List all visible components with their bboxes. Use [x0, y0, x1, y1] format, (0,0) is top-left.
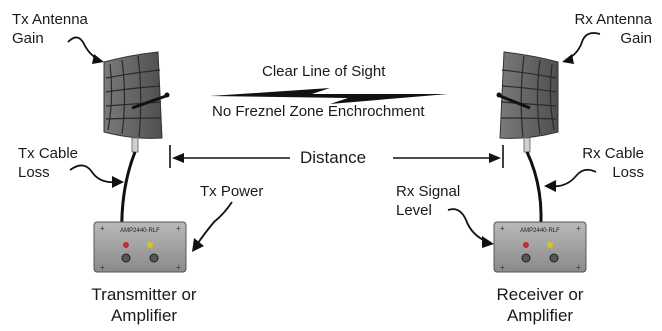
receiver-label: Receiver or Amplifier	[470, 284, 610, 326]
tx-antenna-gain-line1: Tx Antenna	[12, 11, 88, 28]
distance-arrow	[169, 145, 504, 168]
tx-power-pointer	[195, 201, 233, 247]
rx-cable-loss-line1: Rx Cable	[582, 145, 644, 162]
tx-cable-pointer	[69, 164, 119, 184]
rx-antenna-gain-line2: Gain	[620, 30, 652, 47]
receiver-line2: Amplifier	[506, 306, 574, 325]
rx-cable-pointer	[549, 168, 597, 188]
rx-antenna	[496, 51, 559, 153]
fresnel-label: No Freznel Zone Enchrochment	[212, 103, 425, 120]
transmitter-line2: Amplifier	[110, 306, 178, 325]
rx-antenna-gain-label: Rx Antenna Gain	[574, 10, 652, 48]
tx-antenna-gain-line2: Gain	[12, 30, 44, 47]
tx-cable-loss-label: Tx Cable Loss	[18, 144, 78, 182]
svg-text:+: +	[500, 224, 505, 233]
tx-antenna-gain-label: Tx Antenna Gain	[12, 10, 88, 48]
distance-label: Distance	[300, 148, 367, 167]
svg-text:+: +	[576, 224, 581, 233]
tx-power-label: Tx Power	[200, 183, 264, 200]
tx-model-label: AMP2440-RLF	[120, 228, 160, 234]
rx-model-label: AMP2440-RLF	[520, 228, 560, 234]
transmitter-line1: Transmitter or	[91, 285, 197, 304]
tx-antenna	[103, 51, 170, 153]
rx-antenna-gain-line1: Rx Antenna	[574, 11, 652, 28]
svg-text:+: +	[100, 224, 105, 233]
pointer-arrowheads	[92, 54, 574, 252]
svg-text:+: +	[576, 263, 581, 272]
svg-text:+: +	[176, 263, 181, 272]
transmitter-box: + + + +	[93, 221, 187, 273]
rx-signal-pointer	[447, 208, 489, 243]
tx-cable-loss-line2: Loss	[18, 164, 50, 181]
receiver-line1: Receiver or	[496, 285, 584, 304]
rx-cable-loss-label: Rx Cable Loss	[582, 144, 644, 182]
line-of-sight-label: Clear Line of Sight	[262, 63, 386, 80]
svg-text:+: +	[500, 263, 505, 272]
svg-text:+: +	[176, 224, 181, 233]
transmitter-label: Transmitter or Amplifier	[74, 284, 214, 326]
receiver-box: + + + +	[493, 221, 587, 273]
svg-text:+: +	[100, 263, 105, 272]
rx-signal-level-line2: Level	[396, 202, 432, 219]
signal-bolt	[210, 88, 448, 104]
tx-cable-loss-line1: Tx Cable	[18, 145, 79, 162]
rx-signal-level-label: Rx Signal Level	[396, 182, 460, 220]
rx-signal-level-line1: Rx Signal	[396, 183, 461, 200]
rx-cable-loss-line2: Loss	[612, 164, 644, 181]
